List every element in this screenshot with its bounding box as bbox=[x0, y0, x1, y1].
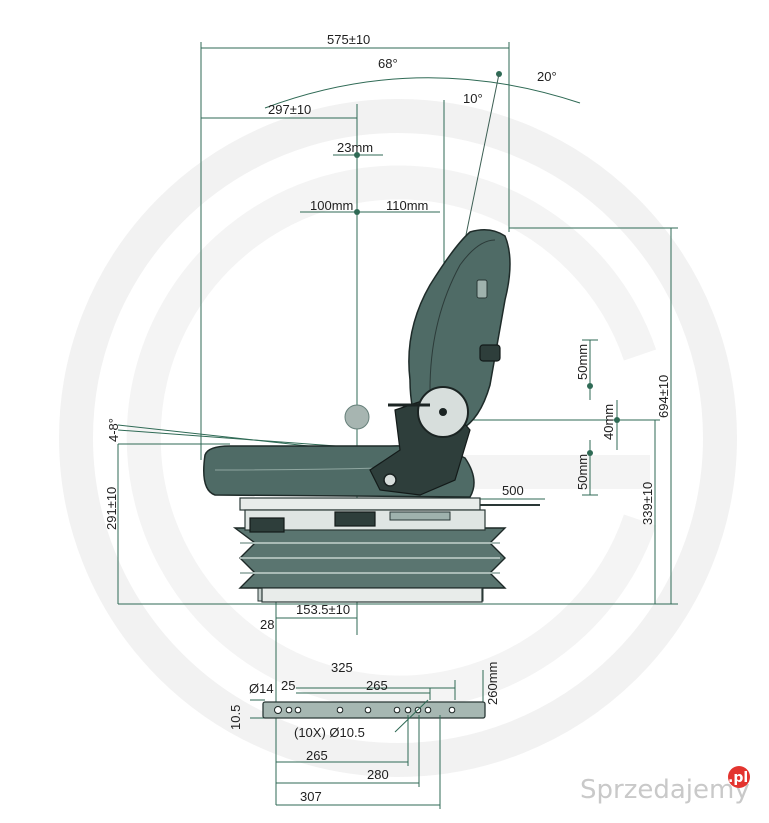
watermark-badge-icon bbox=[728, 766, 750, 788]
label-10-5: 10.5 bbox=[228, 705, 243, 730]
label-4-8deg: 4-8° bbox=[106, 418, 121, 442]
label-dia14: Ø14 bbox=[249, 681, 274, 696]
label-20deg: 20° bbox=[537, 69, 557, 84]
label-110mm: 110mm bbox=[386, 198, 428, 213]
watermark-tld: .pl bbox=[728, 770, 748, 786]
label-575: 575±10 bbox=[327, 32, 370, 47]
label-694: 694±10 bbox=[656, 375, 671, 418]
label-325: 325 bbox=[331, 660, 353, 675]
slide-rails bbox=[239, 497, 540, 533]
label-68deg: 68° bbox=[378, 56, 398, 71]
label-23mm: 23mm bbox=[337, 140, 373, 155]
seat-illustration bbox=[203, 229, 540, 603]
sprzedajemy-watermark: Sprzedajemy .pl bbox=[580, 766, 750, 805]
label-339: 339±10 bbox=[640, 482, 655, 525]
label-153: 153.5±10 bbox=[296, 602, 350, 617]
watermark-text: Sprzedajemy bbox=[580, 775, 750, 805]
label-500: 500 bbox=[502, 483, 524, 498]
label-50mm-top: 50mm bbox=[575, 344, 590, 380]
bellows-suspension bbox=[232, 527, 507, 603]
label-holes: (10X) Ø10.5 bbox=[294, 725, 365, 740]
label-260mm: 260mm bbox=[485, 662, 500, 705]
dimension-labels: 575±10 297±10 23mm 100mm 110mm 68° 20° 1… bbox=[104, 32, 671, 804]
label-297: 297±10 bbox=[268, 102, 311, 117]
label-25: 25 bbox=[281, 678, 295, 693]
base-plate bbox=[250, 670, 486, 809]
label-307: 307 bbox=[300, 789, 322, 804]
label-10deg: 10° bbox=[463, 91, 483, 106]
label-28: 28 bbox=[260, 617, 274, 632]
label-265-top: 265 bbox=[366, 678, 388, 693]
label-100mm: 100mm bbox=[310, 198, 353, 213]
label-50mm-bot: 50mm bbox=[575, 454, 590, 490]
label-280: 280 bbox=[367, 767, 389, 782]
label-265-bottom: 265 bbox=[306, 748, 328, 763]
label-291: 291±10 bbox=[104, 487, 119, 530]
seat-reference-point bbox=[344, 404, 370, 430]
label-40mm: 40mm bbox=[601, 404, 616, 440]
